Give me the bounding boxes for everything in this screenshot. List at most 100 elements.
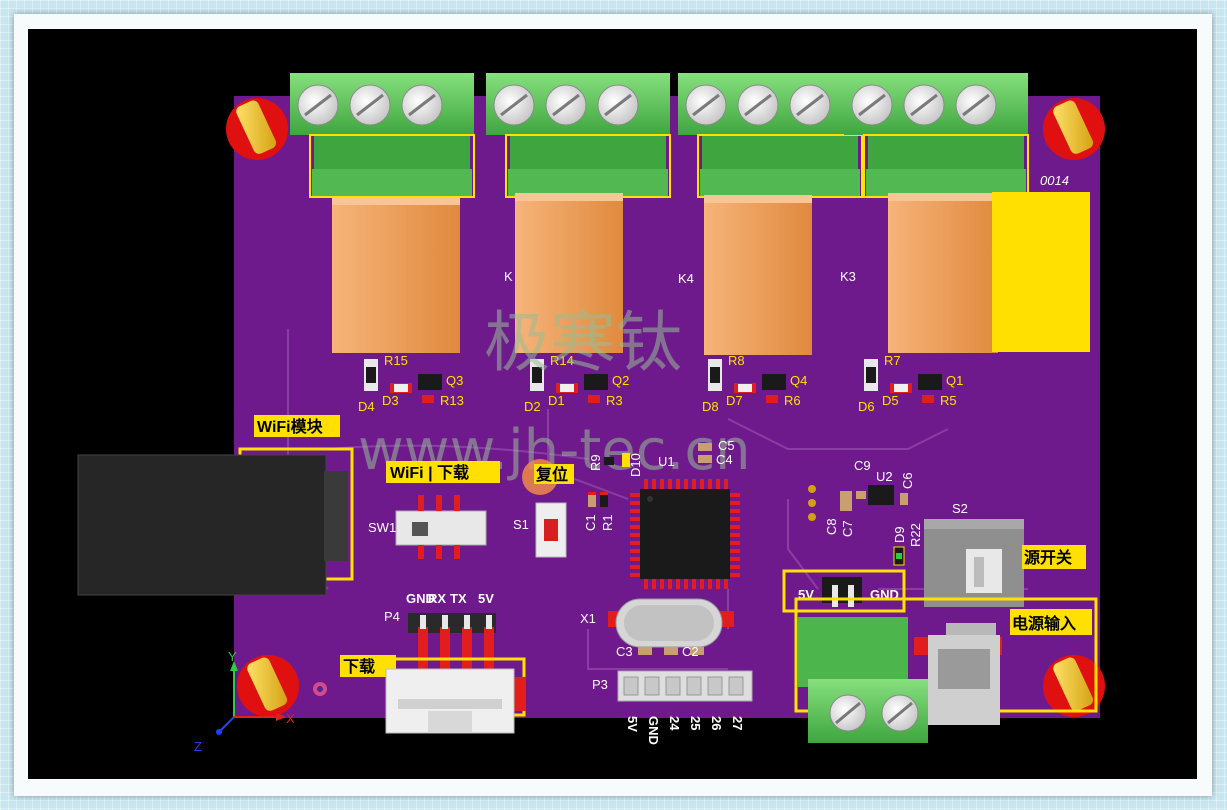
- relay-3-led-ref: D7: [726, 393, 743, 408]
- download-tag: [340, 655, 396, 677]
- relay-1-q-ref: Q3: [446, 373, 463, 388]
- relay-4-ref: K3: [840, 269, 856, 284]
- d10-ref: D10: [628, 453, 643, 477]
- c1-r1-parts: [588, 492, 608, 507]
- c1-ref: C1: [583, 514, 598, 531]
- download-connector: [385, 668, 526, 734]
- power-switch-label: 源开关: [1024, 548, 1072, 567]
- relay-2-q-ref: Q2: [612, 373, 629, 388]
- power-switch-tag: [1022, 545, 1086, 569]
- relay-1-diode-ref: D4: [358, 399, 375, 414]
- relay-4-r1-ref: R7: [884, 353, 901, 368]
- c5-ref: C5: [718, 438, 735, 453]
- c9-ref: C9: [854, 458, 871, 473]
- board-id: 0014: [1040, 173, 1069, 188]
- power-input-label: 电源输入: [1012, 614, 1076, 633]
- u1-ref: U1: [658, 454, 675, 469]
- p3-pin-label: 24: [667, 716, 682, 731]
- wifi-module-side: [324, 471, 348, 561]
- relay-3-r1-ref: R8: [728, 353, 745, 368]
- terminal-block-2: [486, 73, 671, 198]
- yellow-component-block: [992, 192, 1090, 352]
- relay-1: [332, 197, 460, 353]
- relay-driver-3: [708, 359, 786, 403]
- wifi-module: [77, 454, 327, 596]
- reset-label: 复位: [535, 465, 568, 484]
- p4-ref: P4: [384, 609, 400, 624]
- c6-ref: C6: [900, 472, 915, 489]
- relay-1-r2-ref: R13: [440, 393, 464, 408]
- sw1-ref: SW1: [368, 520, 396, 535]
- relay-driver-4: [864, 359, 942, 403]
- relay-4-diode-ref: D6: [858, 399, 875, 414]
- p4-pin-label: 5V: [478, 591, 494, 606]
- axis-z-label: Z: [194, 739, 202, 754]
- r1-ref: R1: [600, 514, 615, 531]
- s1-reset-button[interactable]: [535, 502, 567, 558]
- mount-hole-tl: [226, 98, 288, 160]
- power-input-terminal: [798, 617, 928, 743]
- s2-ref: S2: [952, 501, 968, 516]
- r9-ref: R9: [588, 454, 603, 471]
- relay-2-led-ref: D1: [548, 393, 565, 408]
- power-input-tag: [1010, 609, 1092, 635]
- d9-ref: D9: [892, 526, 907, 543]
- c2-ref: C2: [682, 644, 699, 659]
- relay-3-r2-ref: R6: [784, 393, 801, 408]
- u2-ref: U2: [876, 469, 893, 484]
- wifi-download-tag: [386, 461, 500, 483]
- c4-c5-parts: [698, 443, 712, 463]
- c2-c3-caps: [638, 647, 704, 655]
- terminal-block-1: [290, 73, 475, 198]
- relay-4-q-ref: Q1: [946, 373, 963, 388]
- p3-pin-label: 26: [709, 716, 724, 730]
- r22-ref: R22: [908, 523, 923, 547]
- p4-pin-label: TX: [450, 591, 467, 606]
- u2-regulator: [808, 485, 908, 521]
- p4-pin-label: RX: [428, 591, 446, 606]
- relay-1-r1-ref: R15: [384, 353, 408, 368]
- d9-led: [893, 546, 905, 566]
- axis-x-label: X: [286, 711, 295, 726]
- p4-header: [408, 613, 496, 675]
- relay-2-r2-ref: R3: [606, 393, 623, 408]
- axis-y-label: Y: [228, 649, 237, 664]
- wifi-download-label: WiFi | 下载: [390, 464, 469, 482]
- c4-ref: C4: [716, 452, 733, 467]
- reset-tag: [534, 464, 574, 484]
- u1-mcu: [630, 479, 740, 589]
- mount-hole-br: [1043, 655, 1105, 717]
- c8-ref: C8: [824, 518, 839, 535]
- mount-hole-tr: [1043, 98, 1105, 160]
- download-label: 下载: [343, 658, 375, 676]
- relay-driver-2: [530, 359, 608, 403]
- p3-pin-label: GND: [646, 716, 661, 745]
- relay-2: [515, 193, 623, 353]
- wifi-module-tag: [254, 415, 340, 437]
- relay-3-q-ref: Q4: [790, 373, 807, 388]
- power-header: [822, 577, 862, 607]
- x1-crystal: [608, 598, 734, 648]
- s2-power-switch[interactable]: [924, 519, 1024, 607]
- relay-3-diode-ref: D8: [702, 399, 719, 414]
- c7-ref: C7: [840, 520, 855, 537]
- relay-3: [704, 195, 812, 355]
- x1-ref: X1: [580, 611, 596, 626]
- relay-2-diode-ref: D2: [524, 399, 541, 414]
- p3-header: [617, 670, 753, 702]
- relay-1-ref: K: [504, 269, 513, 284]
- p3-pin-label: 25: [688, 716, 703, 730]
- relay-4: [888, 193, 998, 353]
- mount-hole-bl: [237, 655, 299, 717]
- sw1-slide-switch[interactable]: [395, 495, 487, 559]
- usb-power-connector: [914, 623, 1002, 725]
- relay-4-r2-ref: R5: [940, 393, 957, 408]
- axis-triad: [216, 661, 286, 735]
- terminal-block-3: [678, 73, 863, 198]
- r9-d10-parts: [604, 453, 630, 467]
- relay-2-r1-ref: R14: [550, 353, 574, 368]
- terminal-block-4: [844, 73, 1029, 198]
